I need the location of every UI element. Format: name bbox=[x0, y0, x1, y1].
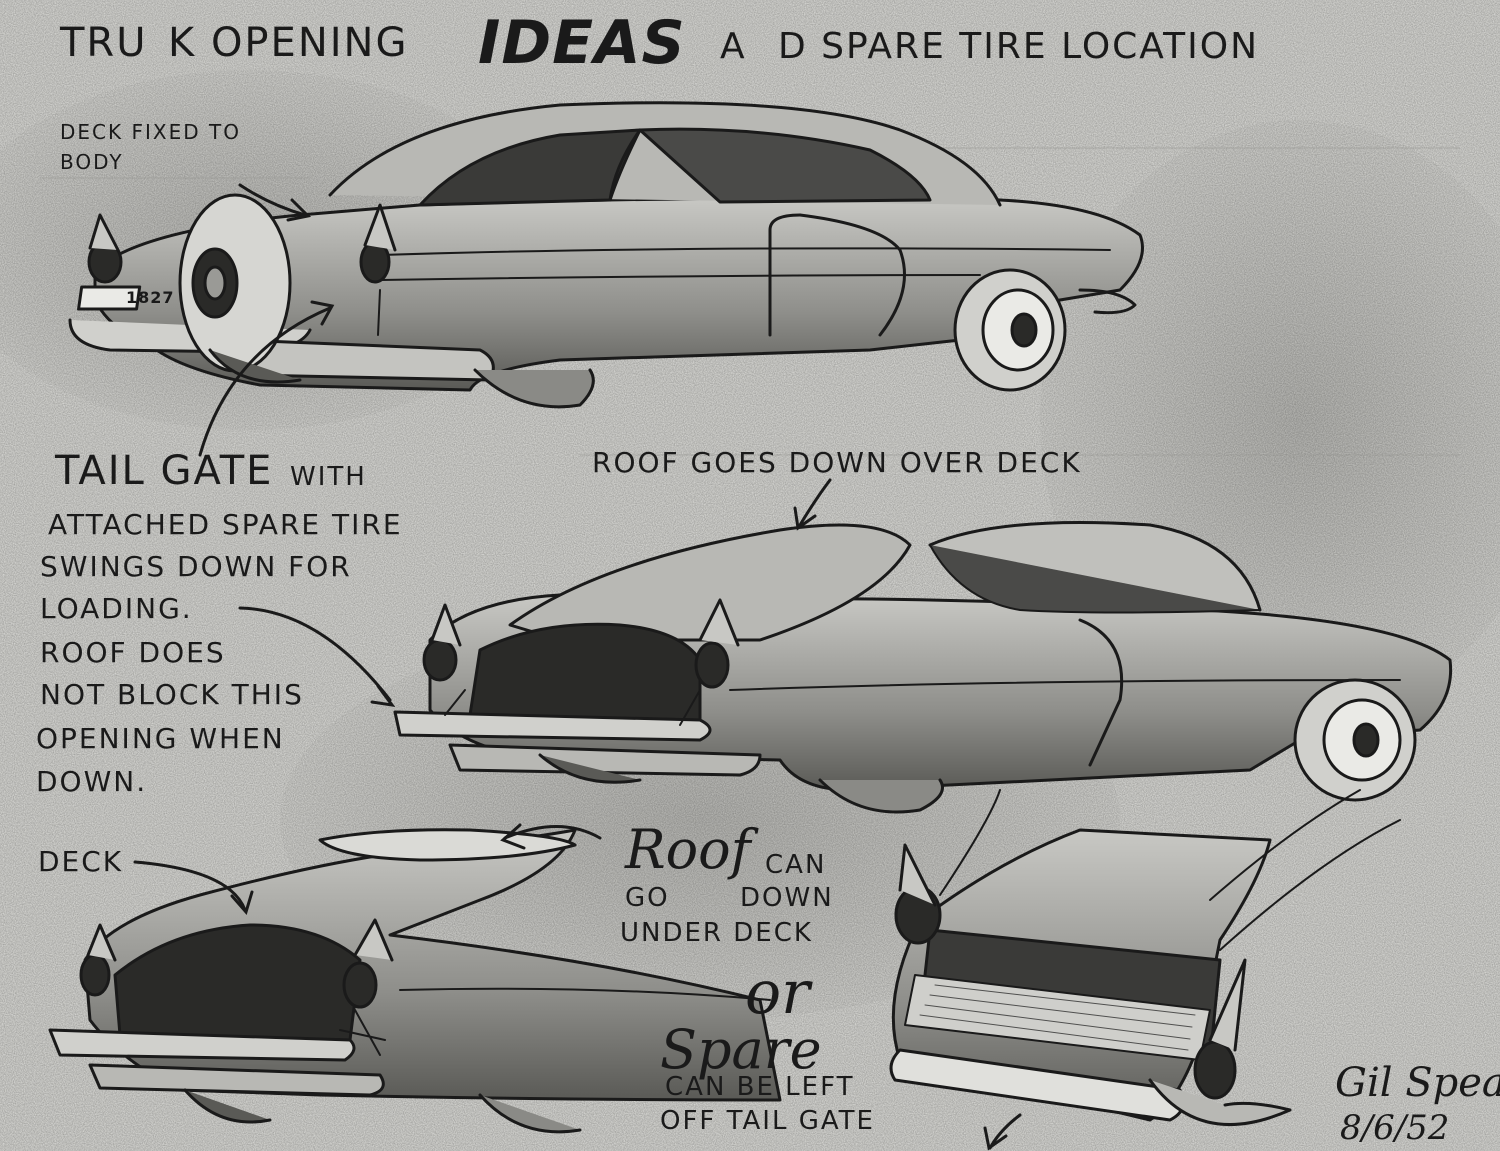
label-or-script: or bbox=[745, 958, 810, 1028]
label-deck: DECK bbox=[38, 845, 124, 878]
signature-date: 8/6/52 bbox=[1340, 1108, 1450, 1148]
label-deck-fixed: DECK FIXED TO bbox=[60, 120, 241, 144]
label-tail-gate-line-8: DOWN. bbox=[36, 765, 148, 798]
label-tail-gate-with: WITH bbox=[290, 462, 367, 492]
label-tail-gate-line-3: SWINGS DOWN FOR bbox=[40, 550, 352, 583]
label-off-tail-gate: OFF TAIL GATE bbox=[660, 1106, 875, 1136]
car-sketch-top bbox=[68, 101, 1144, 409]
car-sketch-bottom-left bbox=[48, 828, 782, 1134]
label-tail-gate-line-6: NOT BLOCK THIS bbox=[40, 678, 304, 711]
label-can-be-left: CAN BE LEFT bbox=[665, 1072, 855, 1102]
title-part-2: K OPENING bbox=[168, 20, 409, 66]
annotation-arrows bbox=[133, 183, 1022, 1151]
license-plate-number: 1827 bbox=[126, 288, 175, 307]
label-roof-goes-down: ROOF GOES DOWN OVER DECK bbox=[592, 446, 1082, 479]
label-under-deck: UNDER DECK bbox=[620, 918, 813, 948]
label-tail-gate-line-5: ROOF DOES bbox=[40, 636, 226, 669]
title-part-1: TRU bbox=[60, 20, 148, 66]
label-tail-gate-line-7: OPENING WHEN bbox=[36, 722, 285, 755]
label-tail-gate-line-4: LOADING. bbox=[40, 592, 193, 625]
label-spare-script: Spare bbox=[660, 1018, 822, 1081]
title-part-4: D SPARE TIRE LOCATION bbox=[778, 26, 1260, 67]
label-body: BODY bbox=[60, 150, 124, 174]
car-sketch-bottom-right bbox=[889, 789, 1401, 1127]
label-tail-gate: TAIL GATE bbox=[55, 448, 274, 494]
car-sketch-middle bbox=[393, 521, 1453, 814]
title-part-3: A bbox=[720, 26, 747, 67]
title-ideas: IDEAS bbox=[478, 8, 686, 78]
artist-signature: Gil Spear bbox=[1335, 1060, 1500, 1106]
label-tail-gate-line-2: ATTACHED SPARE TIRE bbox=[48, 508, 403, 541]
label-roof-script: Roof bbox=[625, 818, 751, 881]
label-down: DOWN bbox=[740, 883, 834, 913]
label-go: GO bbox=[625, 883, 670, 913]
label-roof-can: CAN bbox=[765, 850, 827, 880]
